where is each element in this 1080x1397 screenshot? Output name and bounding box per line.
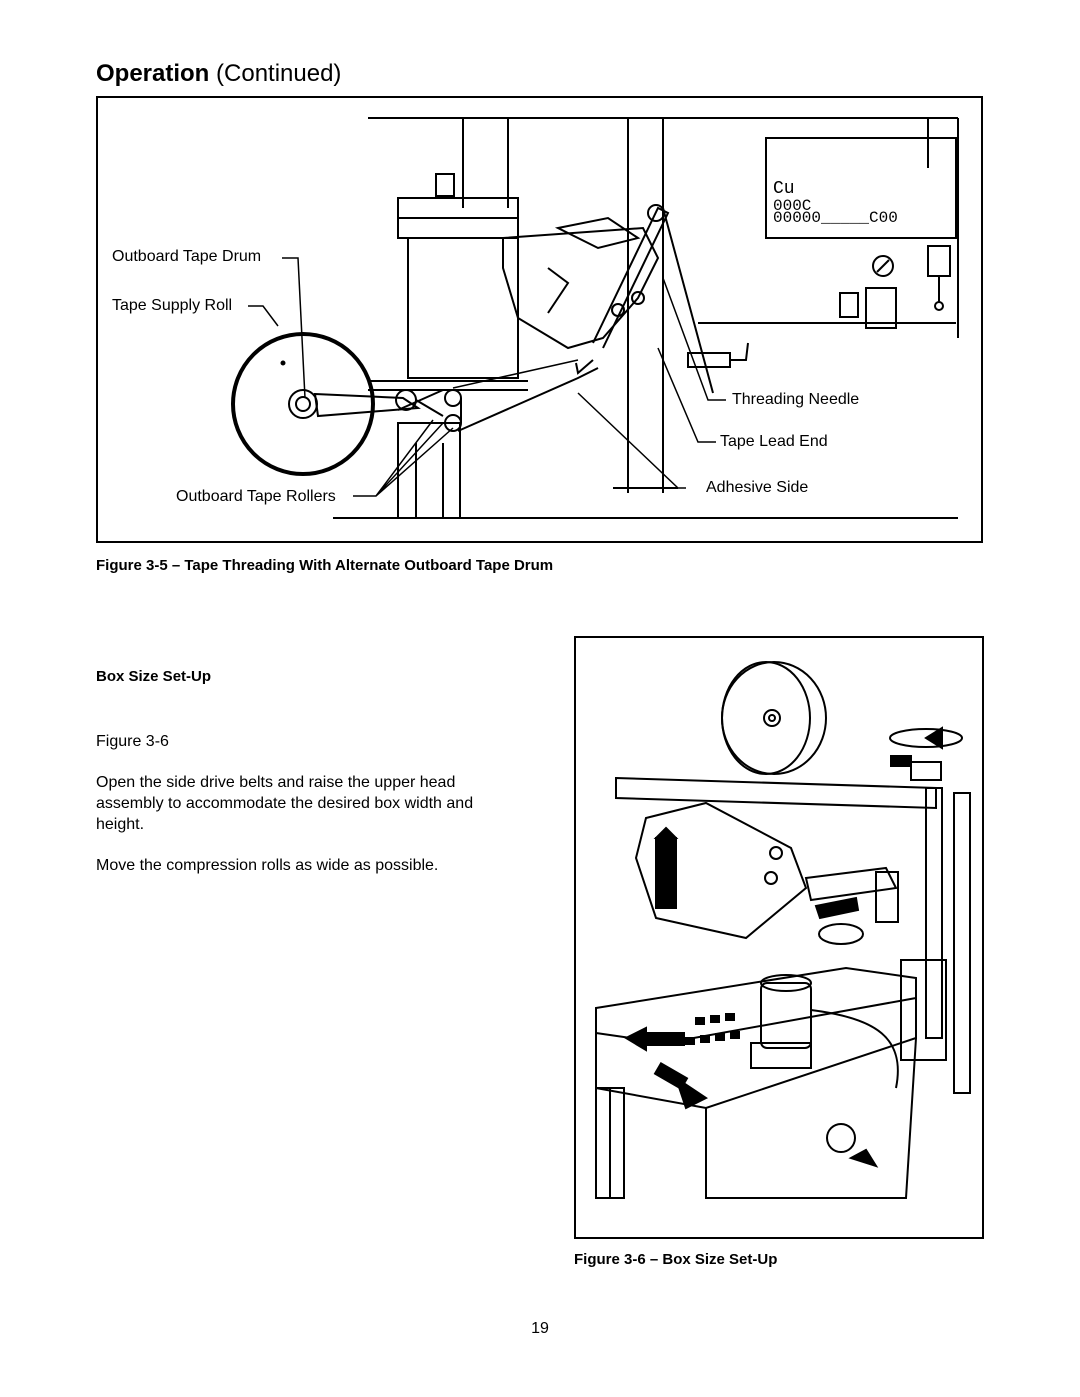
svg-text:00000_____C00: 00000_____C00 bbox=[773, 209, 898, 227]
page-number: 19 bbox=[531, 1320, 549, 1337]
instruction-paragraph-1: Open the side drive belts and raise the … bbox=[96, 774, 474, 833]
callout-tape-lead-end: Tape Lead End bbox=[720, 433, 828, 450]
box-size-setup-illustration bbox=[595, 661, 971, 1199]
tape-threading-illustration: Cu 000C 00000_____C00 bbox=[231, 117, 959, 519]
callout-threading-needle: Threading Needle bbox=[732, 391, 860, 408]
callout-tape-supply-roll: Tape Supply Roll bbox=[112, 297, 233, 314]
callout-outboard-tape-drum: Outboard Tape Drum bbox=[112, 248, 262, 265]
callout-outboard-tape-rollers: Outboard Tape Rollers bbox=[176, 488, 336, 505]
page-title-suffix: (Continued) bbox=[216, 60, 342, 87]
callout-adhesive-side: Adhesive Side bbox=[706, 479, 809, 496]
page-title: Operation (Continued) bbox=[96, 58, 341, 90]
page-title-main: Operation bbox=[96, 60, 210, 87]
svg-text:000C: 000C bbox=[773, 197, 811, 215]
figure-3-6-caption: Figure 3-6 – Box Size Set-Up bbox=[574, 1251, 778, 1268]
figure-3-6-box-size-setup bbox=[574, 636, 984, 1239]
section-subheading: Box Size Set-Up bbox=[96, 668, 212, 685]
figure-3-5-caption: Figure 3-5 – Tape Threading With Alterna… bbox=[96, 557, 554, 574]
figure-reference: Figure 3-6 bbox=[96, 733, 169, 750]
svg-text:Cu: Cu bbox=[773, 179, 795, 199]
figure-3-5-tape-threading: Cu 000C 00000_____C00 bbox=[96, 96, 983, 543]
instruction-paragraph-2: Move the compression rolls as wide as po… bbox=[96, 857, 439, 874]
